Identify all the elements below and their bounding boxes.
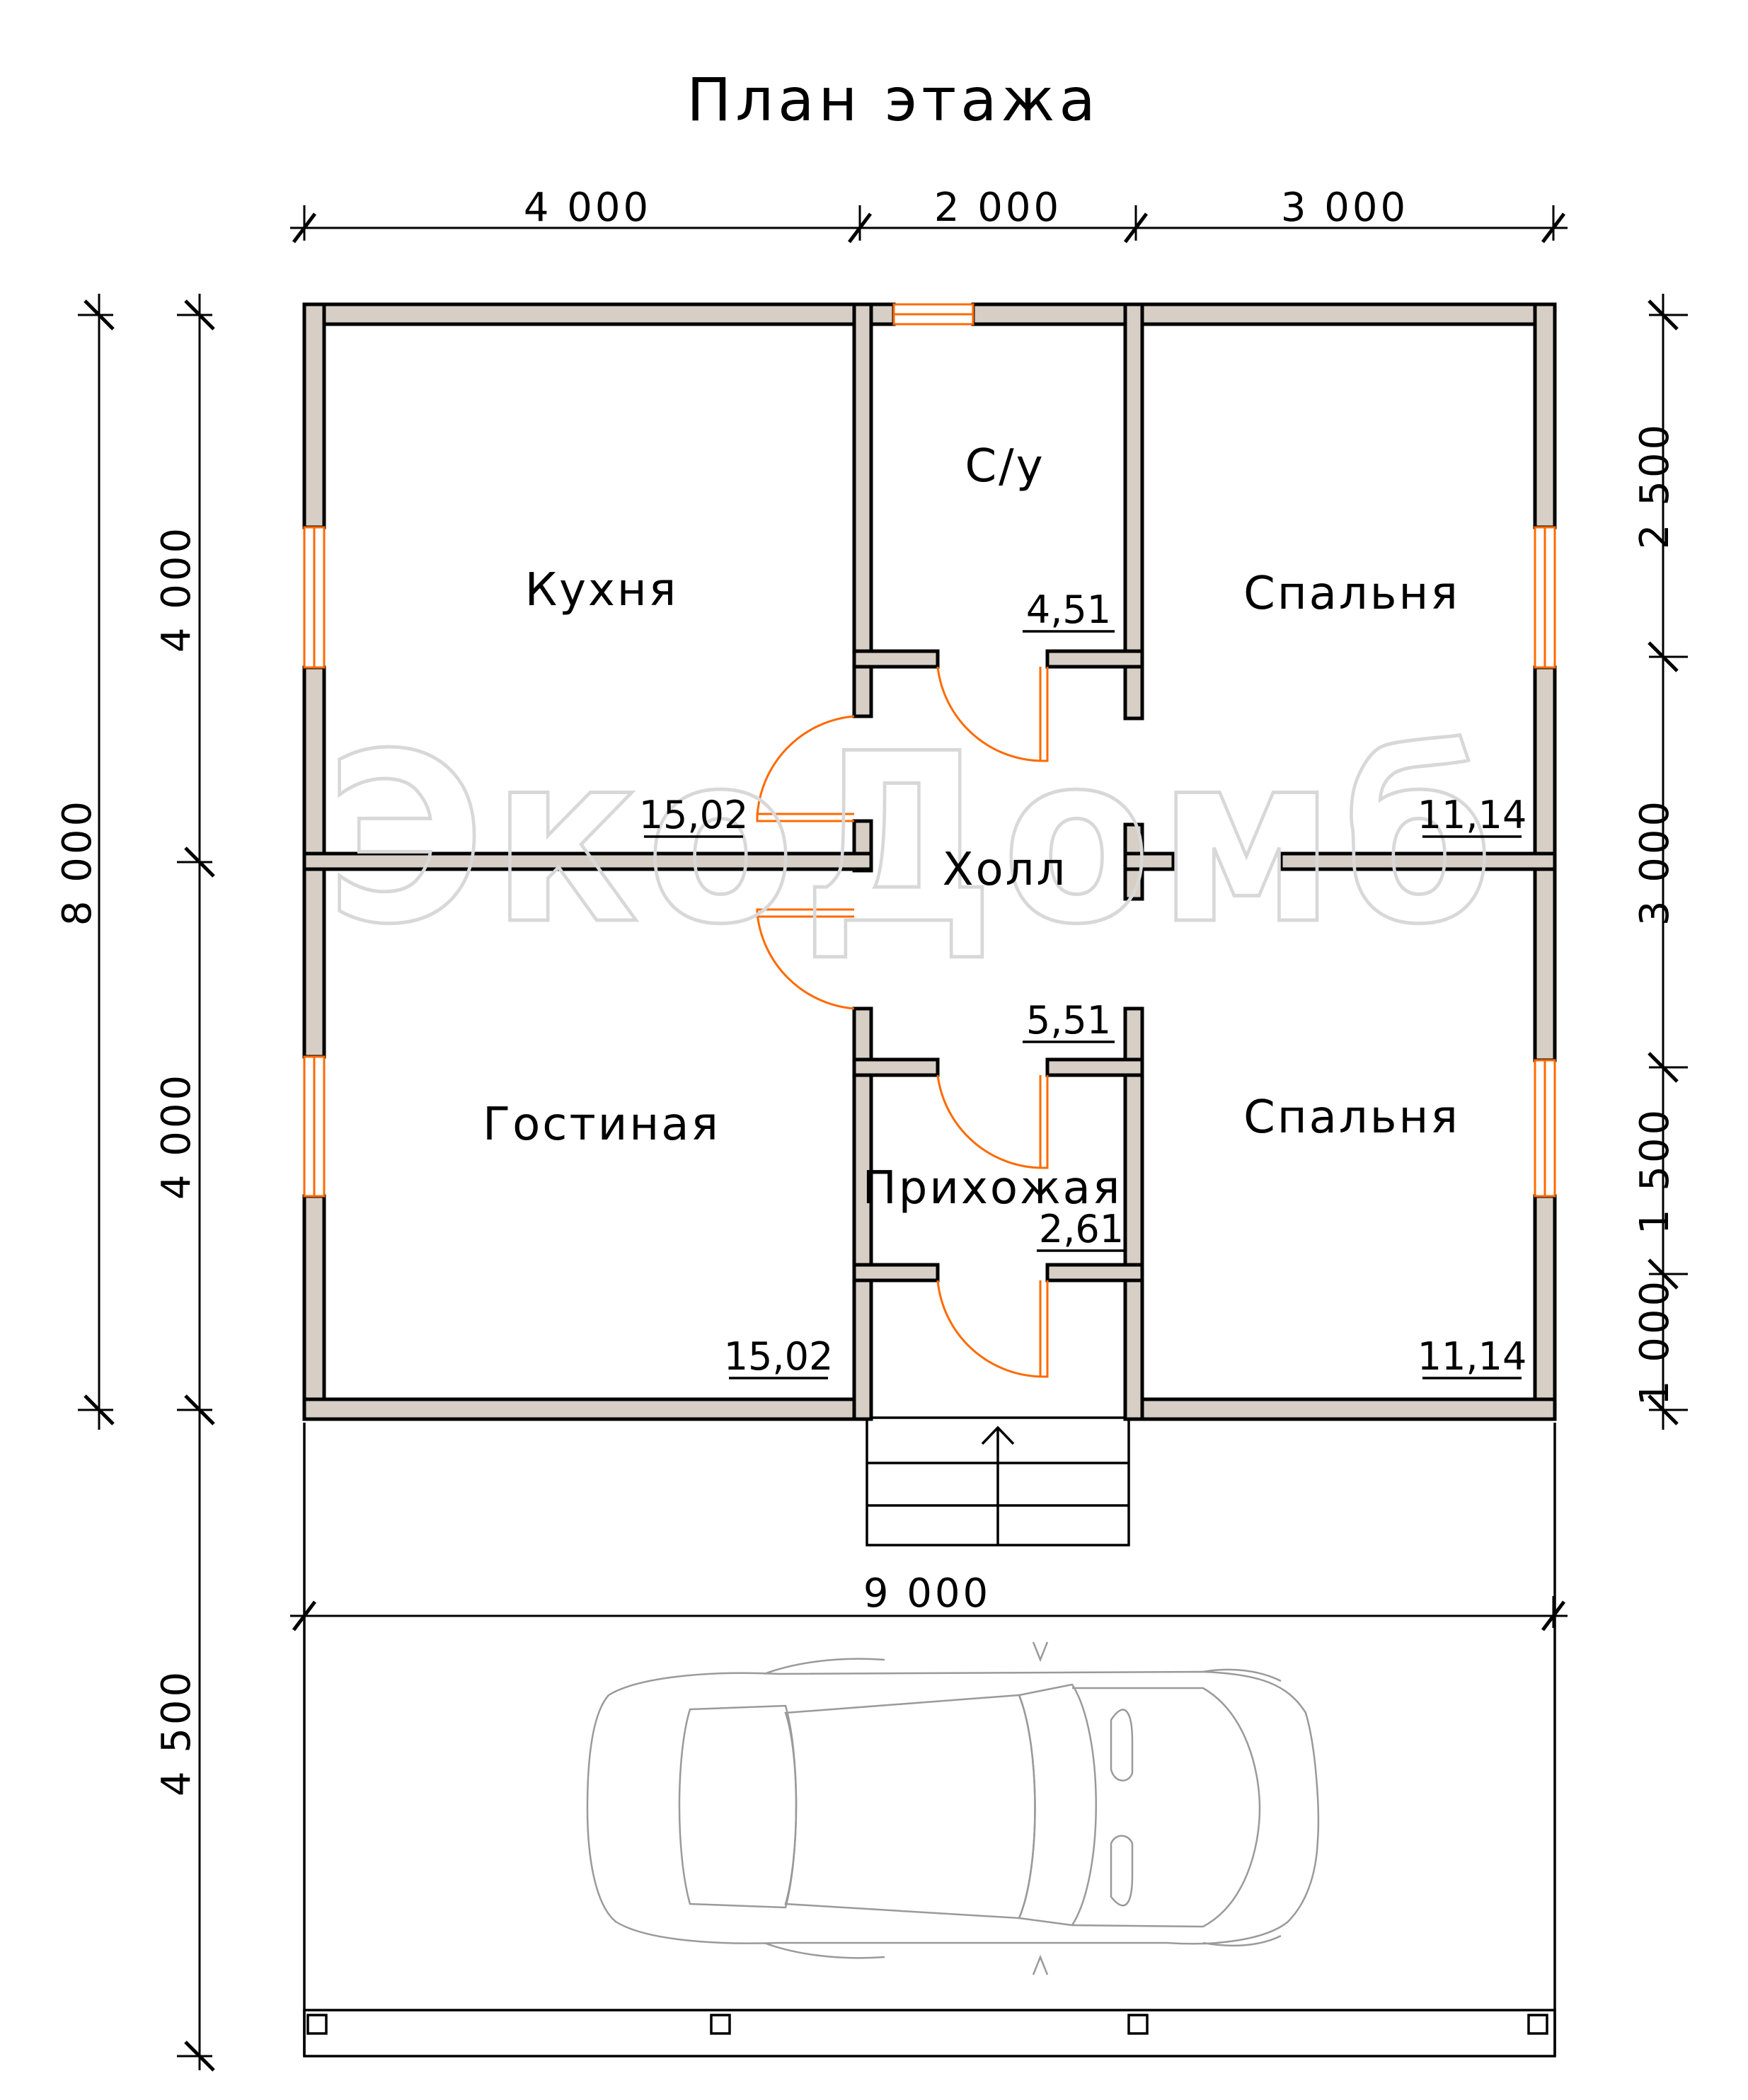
dim-left-inner-2: 4 000: [154, 1072, 200, 1200]
dim-top-2: 2 000: [934, 185, 1062, 231]
door-living: [756, 908, 855, 1010]
terrace: [303, 1423, 1556, 2058]
dim-right-3: 1 500: [1632, 1107, 1678, 1234]
watermark: ЭкоДомб: [326, 704, 1500, 975]
room-kitchen-area: 15,02: [639, 793, 749, 837]
dim-right-2: 3 000: [1632, 798, 1678, 926]
room-bathroom-area: 4,51: [1026, 587, 1111, 632]
post: [710, 2014, 731, 2035]
room-labels: Кухня 15,02 С/у 4,51 Спальня 11,14 Холл …: [483, 440, 1526, 1379]
room-bedroom-bottom-area: 11,14: [1418, 1334, 1527, 1379]
room-bathroom-name: С/у: [965, 440, 1045, 493]
dimensions: 4 000 2 000 3 000 9 000 8 000 4 000 4 00…: [54, 185, 1688, 2072]
door-kitchen: [756, 715, 855, 822]
dim-top-1: 4 000: [524, 185, 651, 231]
room-bedroom-top-area: 11,14: [1418, 793, 1527, 837]
door-bathroom: [936, 666, 1049, 762]
dim-right-1: 2 500: [1632, 422, 1678, 549]
dim-left-inner-3: 4 500: [154, 1669, 200, 1796]
dim-left-outer: 8 000: [54, 798, 100, 926]
door-entry-top: [936, 1074, 1049, 1169]
stairs: [866, 1416, 1130, 1547]
walls: [302, 302, 1557, 1421]
room-hall-area: 5,51: [1026, 998, 1111, 1043]
plan-title: План этажа: [686, 65, 1100, 134]
room-living-area: 15,02: [724, 1334, 834, 1379]
dim-top-3: 3 000: [1281, 185, 1408, 231]
dim-right-4: 1 000: [1632, 1278, 1678, 1406]
room-kitchen-name: Кухня: [525, 564, 679, 616]
room-hall-name: Холл: [943, 844, 1068, 896]
room-bedroom-bottom-name: Спальня: [1243, 1091, 1460, 1144]
post: [1127, 2014, 1149, 2035]
room-living-name: Гостиная: [483, 1098, 720, 1151]
dim-terrace-width: 9 000: [863, 1571, 991, 1617]
windows: [303, 303, 1556, 1198]
room-entry-area: 2,61: [1039, 1207, 1124, 1251]
room-entry-name: Прихожая: [863, 1162, 1122, 1215]
post: [1527, 2014, 1548, 2035]
room-bedroom-top-name: Спальня: [1243, 568, 1460, 620]
post: [306, 2014, 328, 2035]
car-icon: [586, 1641, 1320, 1975]
doors: [756, 666, 1049, 1378]
dim-left-inner-1: 4 000: [154, 525, 200, 653]
door-entry-bottom: [936, 1280, 1049, 1378]
